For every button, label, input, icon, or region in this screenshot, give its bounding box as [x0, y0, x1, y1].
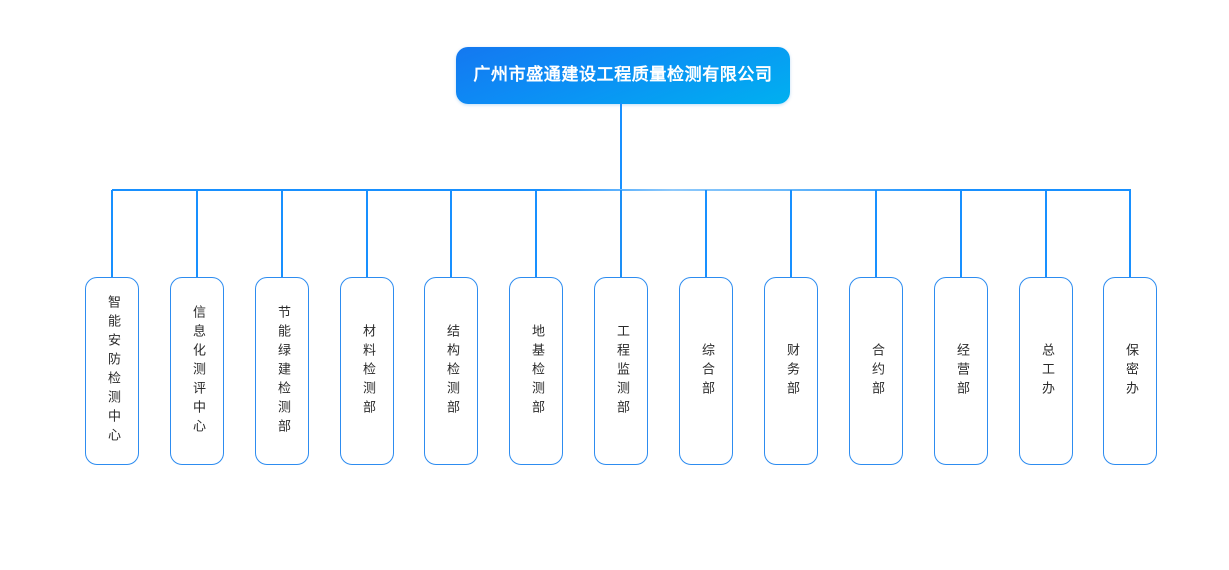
drop-connector-line	[111, 190, 113, 278]
department-node[interactable]: 综合部	[679, 277, 733, 465]
drop-connector-line	[196, 190, 198, 278]
department-node-label: 地基检测部	[529, 323, 544, 419]
department-node[interactable]: 合约部	[849, 277, 903, 465]
department-node-label: 节能绿建检测部	[275, 304, 290, 438]
department-node-label: 经营部	[954, 342, 969, 400]
drop-connector-line	[960, 190, 962, 278]
department-node[interactable]: 信息化测评中心	[170, 277, 224, 465]
root-node-label: 广州市盛通建设工程质量检测有限公司	[473, 65, 773, 85]
drop-connector-line	[281, 190, 283, 278]
drop-connector-line	[1129, 190, 1131, 278]
department-node-label: 保密办	[1123, 342, 1138, 400]
department-node-label: 财务部	[784, 342, 799, 400]
department-node[interactable]: 经营部	[934, 277, 988, 465]
department-node[interactable]: 材料检测部	[340, 277, 394, 465]
trunk-connector-line	[620, 103, 622, 191]
department-node[interactable]: 结构检测部	[424, 277, 478, 465]
root-node-company[interactable]: 广州市盛通建设工程质量检测有限公司	[456, 47, 790, 104]
department-node-label: 智能安防检测中心	[105, 295, 120, 447]
drop-connector-line	[450, 190, 452, 278]
department-node-label: 结构检测部	[444, 323, 459, 419]
department-node[interactable]: 保密办	[1103, 277, 1157, 465]
department-node[interactable]: 总工办	[1019, 277, 1073, 465]
department-node[interactable]: 地基检测部	[509, 277, 563, 465]
drop-connector-line	[535, 190, 537, 278]
department-node-label: 合约部	[869, 342, 884, 400]
drop-connector-line	[875, 190, 877, 278]
drop-connector-line	[366, 190, 368, 278]
department-node[interactable]: 智能安防检测中心	[85, 277, 139, 465]
department-node-label: 综合部	[699, 342, 714, 400]
drop-connector-line	[705, 190, 707, 278]
department-node[interactable]: 节能绿建检测部	[255, 277, 309, 465]
department-node-label: 工程监测部	[614, 323, 629, 419]
department-node-label: 材料检测部	[360, 323, 375, 419]
drop-connector-line	[790, 190, 792, 278]
department-node-label: 信息化测评中心	[190, 304, 205, 438]
department-node[interactable]: 财务部	[764, 277, 818, 465]
drop-connector-line	[620, 190, 622, 278]
department-node[interactable]: 工程监测部	[594, 277, 648, 465]
department-node-label: 总工办	[1039, 342, 1054, 400]
drop-connector-line	[1045, 190, 1047, 278]
